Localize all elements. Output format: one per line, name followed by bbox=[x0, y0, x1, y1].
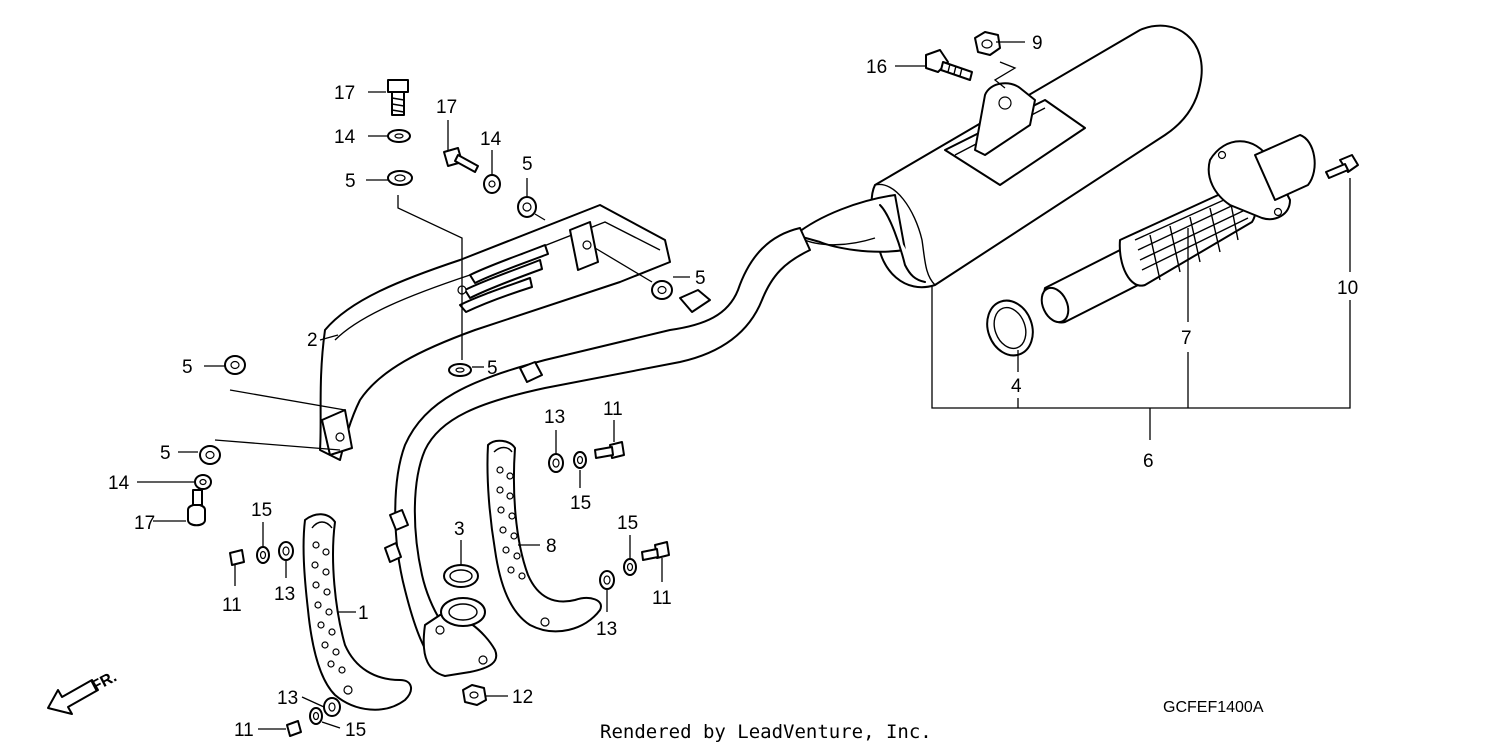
grommet-5-e[interactable] bbox=[224, 355, 246, 375]
diagram-code: GCFEF1400A bbox=[1163, 699, 1264, 716]
heat-protector[interactable] bbox=[319, 204, 671, 461]
callout-11-b: 11 bbox=[652, 588, 672, 609]
arrow-down-left-icon: FR. bbox=[47, 668, 120, 715]
grommet-5-f[interactable] bbox=[199, 445, 221, 465]
callout-15-a: 15 bbox=[570, 493, 591, 514]
collar-13-a[interactable] bbox=[548, 453, 564, 473]
callout-9: 9 bbox=[1032, 33, 1043, 54]
spark-arrester[interactable] bbox=[1037, 134, 1316, 326]
callout-15-d: 15 bbox=[345, 720, 366, 741]
washer-15-b[interactable] bbox=[623, 558, 637, 576]
bolt-16[interactable] bbox=[925, 49, 973, 81]
callout-14-a: 14 bbox=[334, 127, 356, 148]
exhaust-protector-b[interactable] bbox=[486, 439, 602, 633]
rendered-by-credit: Rendered by LeadVenture, Inc. bbox=[600, 721, 932, 743]
callout-5-d: 5 bbox=[487, 358, 498, 379]
callout-labels: 1 2 3 4 5 5 5 5 5 5 6 7 8 9 10 11 11 11 … bbox=[108, 33, 1358, 741]
callout-16: 16 bbox=[866, 57, 887, 78]
callout-14-c: 14 bbox=[108, 473, 130, 494]
callout-5-f: 5 bbox=[160, 443, 171, 464]
callout-17-a: 17 bbox=[334, 83, 355, 104]
collar-13-b[interactable] bbox=[599, 570, 615, 590]
muffler[interactable] bbox=[794, 24, 1203, 289]
bolt-10[interactable] bbox=[1325, 154, 1359, 179]
arrester-mesh bbox=[1134, 194, 1249, 281]
callout-3: 3 bbox=[454, 519, 465, 540]
washer-15-d[interactable] bbox=[309, 707, 323, 725]
protector-a-holes bbox=[311, 541, 353, 695]
callout-15-c: 15 bbox=[251, 500, 272, 521]
callout-2: 2 bbox=[307, 330, 318, 351]
bolt-11-c[interactable] bbox=[229, 549, 245, 566]
exhaust-protector-a[interactable] bbox=[302, 513, 412, 711]
callout-12: 12 bbox=[512, 687, 533, 708]
callout-17-c: 17 bbox=[134, 513, 155, 534]
washer-14-low[interactable] bbox=[194, 474, 212, 490]
grommet-5-d[interactable] bbox=[448, 363, 472, 377]
callout-11-a: 11 bbox=[603, 399, 623, 420]
callout-13-b: 13 bbox=[274, 584, 295, 605]
callout-13-c: 13 bbox=[596, 619, 617, 640]
fasteners bbox=[187, 31, 1359, 737]
callout-7: 7 bbox=[1181, 328, 1192, 349]
callout-13-a: 13 bbox=[544, 407, 565, 428]
bolt-11-d[interactable] bbox=[286, 720, 302, 737]
callout-10: 10 bbox=[1337, 278, 1358, 299]
callout-11-c: 11 bbox=[222, 595, 242, 616]
grommet-5-b[interactable] bbox=[517, 196, 537, 218]
leader-lines bbox=[137, 41, 1351, 730]
callout-5-c: 5 bbox=[695, 268, 706, 289]
callout-14-b: 14 bbox=[480, 129, 502, 150]
grommet-5-a[interactable] bbox=[387, 170, 413, 186]
bolt-17-top[interactable] bbox=[387, 79, 409, 116]
callout-5-b: 5 bbox=[522, 154, 533, 175]
bolt-17-mid[interactable] bbox=[443, 147, 479, 173]
nut-9[interactable] bbox=[974, 31, 1001, 56]
callout-5-a: 5 bbox=[345, 171, 356, 192]
grommet-5-c[interactable] bbox=[651, 280, 673, 300]
bolt-11-b[interactable] bbox=[641, 541, 670, 561]
protector-b-holes bbox=[496, 466, 550, 627]
callout-6: 6 bbox=[1143, 451, 1154, 472]
muffler-gasket[interactable] bbox=[980, 294, 1040, 362]
callout-1: 1 bbox=[358, 603, 369, 624]
callout-5-e: 5 bbox=[182, 357, 193, 378]
callout-8: 8 bbox=[546, 536, 557, 557]
collar-13-d[interactable] bbox=[323, 697, 341, 717]
collar-13-c[interactable] bbox=[278, 541, 294, 561]
washer-15-c[interactable] bbox=[256, 546, 270, 564]
callout-11-d: 11 bbox=[234, 720, 254, 741]
washer-14-top[interactable] bbox=[387, 129, 411, 143]
callout-15-b: 15 bbox=[617, 513, 638, 534]
callout-4: 4 bbox=[1011, 376, 1022, 397]
nut-12[interactable] bbox=[462, 684, 487, 706]
washer-15-a[interactable] bbox=[573, 451, 587, 469]
washer-14-mid[interactable] bbox=[483, 174, 501, 194]
callout-13-d: 13 bbox=[277, 688, 298, 709]
bolt-17-low[interactable] bbox=[187, 489, 206, 527]
exhaust-gasket[interactable] bbox=[443, 564, 479, 588]
bolt-11-a[interactable] bbox=[594, 441, 625, 459]
exhaust-pipe[interactable] bbox=[384, 227, 811, 677]
callout-17-b: 17 bbox=[436, 97, 457, 118]
